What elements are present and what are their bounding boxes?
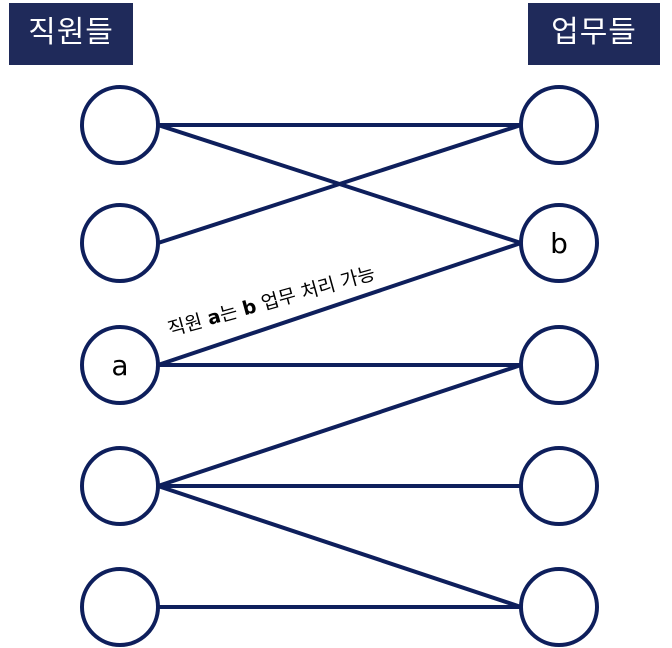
- employee-node-circle: [80, 85, 160, 165]
- employee-node-circle: [80, 325, 160, 405]
- edge-employee4-task5: [157, 484, 522, 609]
- employee-node-circle: [80, 446, 160, 526]
- edges-layer: [157, 123, 522, 609]
- task-node-5: [519, 567, 599, 647]
- employee-node-1: [80, 85, 160, 165]
- task-node-2: b: [519, 203, 599, 283]
- task-node-1: [519, 85, 599, 165]
- annotation-employee-a: a: [205, 305, 223, 330]
- employee-node-3: a: [80, 325, 160, 405]
- tasks-header: 업무들: [528, 3, 660, 65]
- employee-node-5: [80, 567, 160, 647]
- task-node-circle: [519, 446, 599, 526]
- task-node-circle: [519, 85, 599, 165]
- task-node-circle: [519, 325, 599, 405]
- task-node-3: [519, 325, 599, 405]
- task-node-label: b: [550, 227, 568, 260]
- task-node-circle: [519, 567, 599, 647]
- employee-node-2: [80, 203, 160, 283]
- employee-node-circle: [80, 203, 160, 283]
- edge-employee2-task1: [157, 123, 522, 245]
- employee-node-circle: [80, 567, 160, 647]
- employee-node-label: a: [111, 349, 128, 382]
- task-node-4: [519, 446, 599, 526]
- task-node-circle: [519, 203, 599, 283]
- edge-employee4-task3: [157, 363, 522, 488]
- nodes-layer: ab: [80, 85, 599, 647]
- employees-header: 직원들: [9, 3, 133, 65]
- employee-node-4: [80, 446, 160, 526]
- edge-employee3-task2: [157, 241, 522, 367]
- annotation-part1: 직원: [165, 309, 210, 341]
- annotation-part3: 업무 처리 가능: [253, 262, 377, 316]
- annotation-task-b: b: [240, 295, 259, 320]
